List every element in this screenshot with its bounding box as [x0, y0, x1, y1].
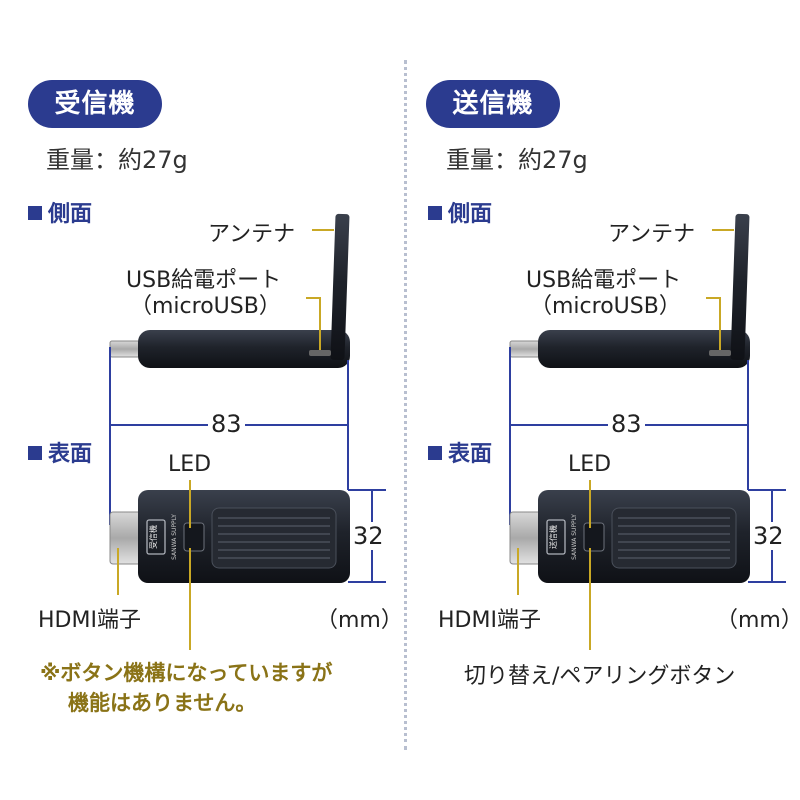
sender-badge: 送信機 [548, 525, 558, 549]
device-body-side [138, 330, 350, 368]
sender-side-device [509, 213, 750, 368]
sender-antenna-label: アンテナ [608, 222, 696, 247]
hdmi-plug-side [109, 340, 143, 358]
device-body-side [538, 330, 750, 368]
receiver-note-line1: ※ボタン機構になっていますが [40, 661, 333, 685]
button-front [183, 522, 205, 552]
sender-front-heading: 表面 [428, 436, 492, 468]
sender-height-dimension: 32 [750, 522, 787, 550]
sender-usb-label-1: USB給電ポート [526, 268, 682, 293]
usb-leader [306, 297, 321, 350]
sender-hdmi-label: HDMI端子 [438, 608, 541, 633]
square-icon [28, 446, 42, 460]
micro-usb-port [309, 350, 331, 356]
receiver-badge: 受信機 [148, 525, 158, 549]
receiver-usb-label-2: （microUSB） [130, 294, 281, 319]
receiver-led-label: LED [168, 452, 212, 477]
receiver-note-line2: 機能はありません。 [68, 691, 257, 715]
sender-title: 送信機 [426, 80, 560, 128]
receiver-length-dimension: 83 [208, 410, 245, 438]
receiver-antenna-label: アンテナ [208, 222, 296, 247]
sender-length-dimension: 83 [608, 410, 645, 438]
sender-unit-label: （mm） [716, 608, 800, 633]
receiver-height-dimension: 32 [350, 522, 387, 550]
receiver-front-heading-text: 表面 [48, 442, 93, 467]
hdmi-plug-front [509, 511, 543, 565]
antenna [730, 213, 750, 361]
receiver-front-device [109, 490, 350, 583]
square-icon [28, 206, 42, 220]
receiver-usb-label-1: USB給電ポート [126, 268, 282, 293]
sender-side-heading: 側面 [428, 196, 492, 228]
sender-brand: SANWA SUPPLY [571, 514, 578, 560]
sender-button-label: 切り替え/ペアリングボタン [464, 664, 736, 689]
square-icon [428, 446, 442, 460]
sender-side-heading-text: 側面 [448, 202, 493, 227]
hdmi-plug-front [109, 511, 143, 565]
sender-front-device [509, 490, 750, 583]
sender-front-heading-text: 表面 [448, 442, 493, 467]
sender-led-label: LED [568, 452, 612, 477]
receiver-unit-label: （mm） [316, 608, 403, 633]
receiver-brand: SANWA SUPPLY [171, 514, 178, 560]
sender-usb-label-2: （microUSB） [530, 294, 681, 319]
sender-weight: 重量：約27g [446, 146, 588, 174]
receiver-side-heading: 側面 [28, 196, 92, 228]
center-divider [404, 60, 407, 750]
antenna [330, 213, 350, 361]
receiver-side-heading-text: 側面 [48, 202, 93, 227]
square-icon [428, 206, 442, 220]
hdmi-plug-side [509, 340, 543, 358]
pairing-button [583, 522, 605, 552]
micro-usb-port [709, 350, 731, 356]
receiver-title: 受信機 [28, 80, 162, 128]
receiver-front-heading: 表面 [28, 436, 92, 468]
receiver-weight: 重量：約27g [46, 146, 188, 174]
receiver-hdmi-label: HDMI端子 [38, 608, 141, 633]
